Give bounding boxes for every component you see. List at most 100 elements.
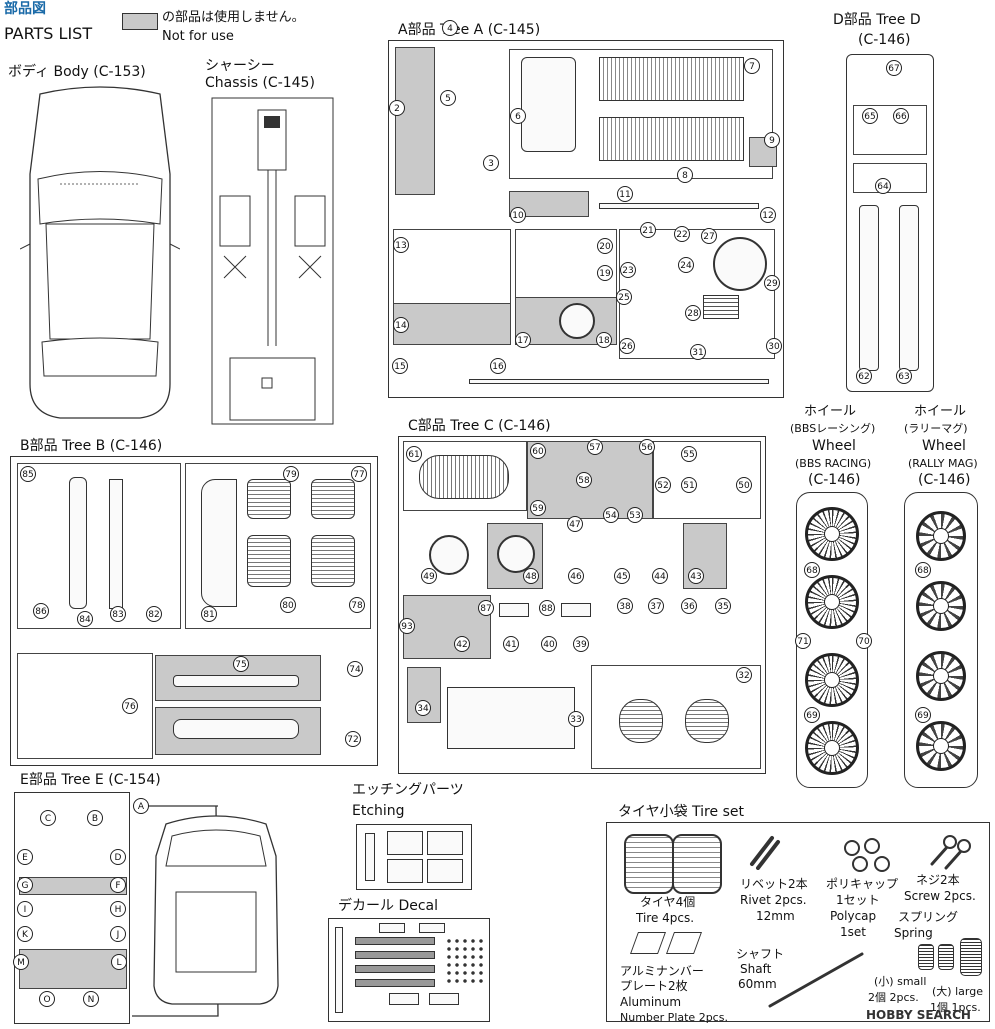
- tree-e-frame: [14, 792, 130, 1024]
- tree-d-num-66: 66: [893, 108, 909, 124]
- tree-b-num-77: 77: [351, 466, 367, 482]
- legend-jp: の部品は使用しません。: [162, 10, 305, 25]
- tree-d-section-65: [853, 105, 927, 155]
- tree-a-num-19: 19: [597, 265, 613, 281]
- tree-a-num-13: 13: [393, 237, 409, 253]
- tree-a-part-6: [521, 57, 576, 152]
- tree-a-num-22: 22: [674, 226, 690, 242]
- tree-a-num-5: 5: [440, 90, 456, 106]
- tree-e-num-o: O: [39, 991, 55, 1007]
- tree-c-num-51: 51: [681, 477, 697, 493]
- screw-en: Screw 2pcs.: [904, 889, 976, 903]
- tree-b-part-75: [173, 675, 299, 687]
- etching-sheet: [356, 824, 472, 890]
- wheel-rally-68b: [916, 581, 966, 631]
- tree-b-label-en: Tree B: [62, 438, 106, 454]
- tree-a-num-10: 10: [510, 207, 526, 223]
- tree-c-num-39: 39: [573, 636, 589, 652]
- tree-b-num-78: 78: [349, 597, 365, 613]
- tree-d-num-64: 64: [875, 178, 891, 194]
- tire-en: Tire 4pcs.: [636, 911, 695, 925]
- wheel-bbs-num-68: 68: [804, 562, 820, 578]
- tree-b-num-74: 74: [347, 661, 363, 677]
- plate-jp-2: プレート2枚: [620, 979, 688, 993]
- etching-plate-c: [427, 831, 463, 855]
- wheel-bbs-68a: [805, 507, 859, 561]
- spring-small-qty: 2個 2pcs.: [868, 991, 919, 1004]
- tree-b-num-86: 86: [33, 603, 49, 619]
- chassis-label: Chassis (C-145): [205, 75, 315, 91]
- tire-2: [672, 834, 722, 894]
- tree-d-num-67: 67: [886, 60, 902, 76]
- tree-c-label: C部品 Tree C (C-146): [408, 418, 551, 434]
- wheel-bbs-68b: [805, 575, 859, 629]
- tree-b-part-80-seat: [247, 535, 291, 587]
- wheel-rally-sub-en: (RALLY MAG): [908, 457, 978, 470]
- tire-set-title-jp: タイヤ小袋: [618, 804, 688, 820]
- tree-a-label: A部品 Tree A (C-145): [398, 22, 540, 38]
- wheel-bbs-num-71: 71: [795, 633, 811, 649]
- tree-c-num-49: 49: [421, 568, 437, 584]
- decal-plate-3: [389, 993, 419, 1005]
- polycap-icon: [844, 838, 890, 872]
- etching-plate-a: [365, 833, 375, 881]
- tree-a-num-6: 6: [510, 108, 526, 124]
- tree-a-gray-block-2: [395, 47, 435, 195]
- body-label-en: Body: [53, 64, 89, 80]
- tree-c-num-34: 34: [415, 700, 431, 716]
- tree-a-gray-block-14: [393, 303, 511, 345]
- rivet-en: Rivet 2pcs.: [740, 893, 807, 907]
- tree-c-part-33: [447, 687, 575, 749]
- spring-small-jp: (小): [874, 975, 894, 988]
- tree-c-num-54: 54: [603, 507, 619, 523]
- tree-c-num-44: 44: [652, 568, 668, 584]
- etching-plate-b: [387, 831, 423, 855]
- chassis-label-en: Chassis: [205, 75, 258, 91]
- shaft-icon: [768, 952, 864, 1008]
- tree-c-num-41: 41: [503, 636, 519, 652]
- tree-b-part-79-grill: [173, 719, 299, 739]
- tree-e-code: (C-154): [108, 772, 161, 788]
- tree-c-num-32: 32: [736, 667, 752, 683]
- tree-c-section-61: [403, 441, 527, 511]
- wheel-bbs-num-69: 69: [804, 707, 820, 723]
- rivet-size: 12mm: [756, 909, 795, 923]
- wheel-rally-num-69: 69: [915, 707, 931, 723]
- wheel-bbs-num-70: 70: [856, 633, 872, 649]
- tree-d-num-63: 63: [896, 368, 912, 384]
- tree-d-label-en: Tree D: [876, 12, 921, 28]
- tree-b-part-79-seat: [247, 479, 291, 519]
- spring-small-en: small: [897, 975, 927, 988]
- decal-plate-2: [419, 923, 445, 933]
- tree-a-label-jp: A部品: [398, 22, 436, 38]
- tree-e-windows: [132, 805, 279, 1017]
- tree-c-num-87: 87: [478, 600, 494, 616]
- tree-e-num-i: I: [17, 901, 33, 917]
- tree-b-num-79: 79: [283, 466, 299, 482]
- tree-c-num-33: 33: [568, 711, 584, 727]
- decal-label: デカール Decal: [338, 898, 438, 914]
- tree-c-num-61: 61: [406, 446, 422, 462]
- tree-c-num-36: 36: [681, 598, 697, 614]
- shaft-jp: シャフト: [736, 947, 785, 961]
- tree-e-num-m: M: [13, 954, 29, 970]
- tree-a-num-30: 30: [766, 338, 782, 354]
- decal-sheet: [328, 918, 490, 1022]
- decal-plate-1: [379, 923, 405, 933]
- spring-small-label: (小) small: [874, 974, 926, 989]
- rivet-icon: [750, 836, 780, 870]
- page-title: PARTS LIST: [4, 24, 93, 43]
- tree-a-num-25: 25: [616, 289, 632, 305]
- tree-e-num-b: B: [87, 810, 103, 826]
- tree-c-num-50: 50: [736, 477, 752, 493]
- tree-b-part-77-seat: [311, 479, 355, 519]
- tree-a-num-21: 21: [640, 222, 656, 238]
- tree-b-section-left: [17, 463, 181, 629]
- tree-c-part-48: [497, 535, 535, 573]
- tree-a-part-28: [703, 295, 739, 319]
- tree-b-num-82: 82: [146, 606, 162, 622]
- tree-e-label: E部品 Tree E (C-154): [20, 772, 161, 788]
- spring-jp: スプリング: [898, 910, 959, 924]
- tree-a-part-18: [559, 303, 595, 339]
